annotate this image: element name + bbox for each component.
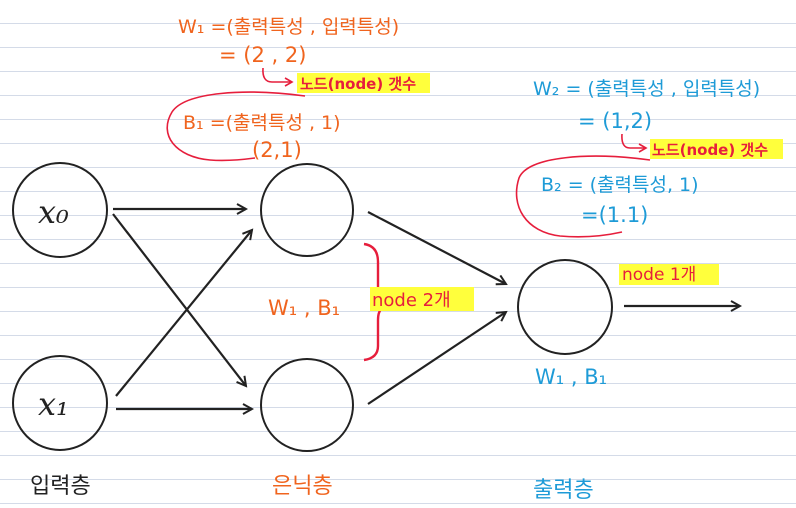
hidden-layer-label: 은닉층 xyxy=(272,474,333,499)
b1-shape-value: (2,1) xyxy=(252,138,302,162)
input-layer-label: 입력층 xyxy=(30,474,91,499)
hidden-node-note: node 2개 xyxy=(372,290,451,311)
output-node-note-highlight xyxy=(619,264,719,285)
edge-x0-h2 xyxy=(112,213,246,386)
hidden-node-2 xyxy=(260,358,354,452)
hidden-node-1 xyxy=(260,163,354,257)
output-node-note: node 1개 xyxy=(622,265,696,285)
w1-arrow xyxy=(262,67,294,87)
output-node-count-highlight xyxy=(650,139,783,159)
edge-h2-out xyxy=(367,312,506,405)
edge-x1-h1 xyxy=(115,230,252,397)
hidden-red-loop xyxy=(166,91,306,162)
output-node xyxy=(517,259,613,355)
b2-shape-line: B₂ = (출력특성, 1) xyxy=(541,174,699,196)
w2-arrow xyxy=(621,133,648,153)
hidden-node-count: 노드(node) 갯수 xyxy=(300,75,416,93)
w1-shape-value: = (2 , 2) xyxy=(219,43,306,67)
b1-shape-line: B₁ =(출력특성 , 1) xyxy=(183,112,341,134)
input-node-x1 xyxy=(12,355,108,451)
w2-shape-value: = (1,2) xyxy=(578,109,652,133)
output-layer-label: 출력층 xyxy=(533,478,594,503)
node-label-x1: x₁ xyxy=(38,385,69,423)
edge-h1-out xyxy=(367,211,506,284)
output-params: W₁ , B₁ xyxy=(535,365,607,389)
w2-shape-line: W₂ = (출력특성 , 입력특성) xyxy=(533,78,760,100)
b2-shape-value: =(1.1) xyxy=(581,203,648,227)
hidden-params: W₁ , B₁ xyxy=(268,296,340,320)
hidden-node-note-highlight xyxy=(370,287,474,311)
w1-shape-line: W₁ =(출력특성 , 입력특성) xyxy=(178,16,399,38)
node-label-x0: x₀ xyxy=(38,193,69,231)
output-node-count: 노드(node) 갯수 xyxy=(652,141,768,159)
hidden-node-count-highlight xyxy=(297,73,430,93)
input-node-x0 xyxy=(12,162,108,258)
output-red-loop xyxy=(515,155,651,238)
